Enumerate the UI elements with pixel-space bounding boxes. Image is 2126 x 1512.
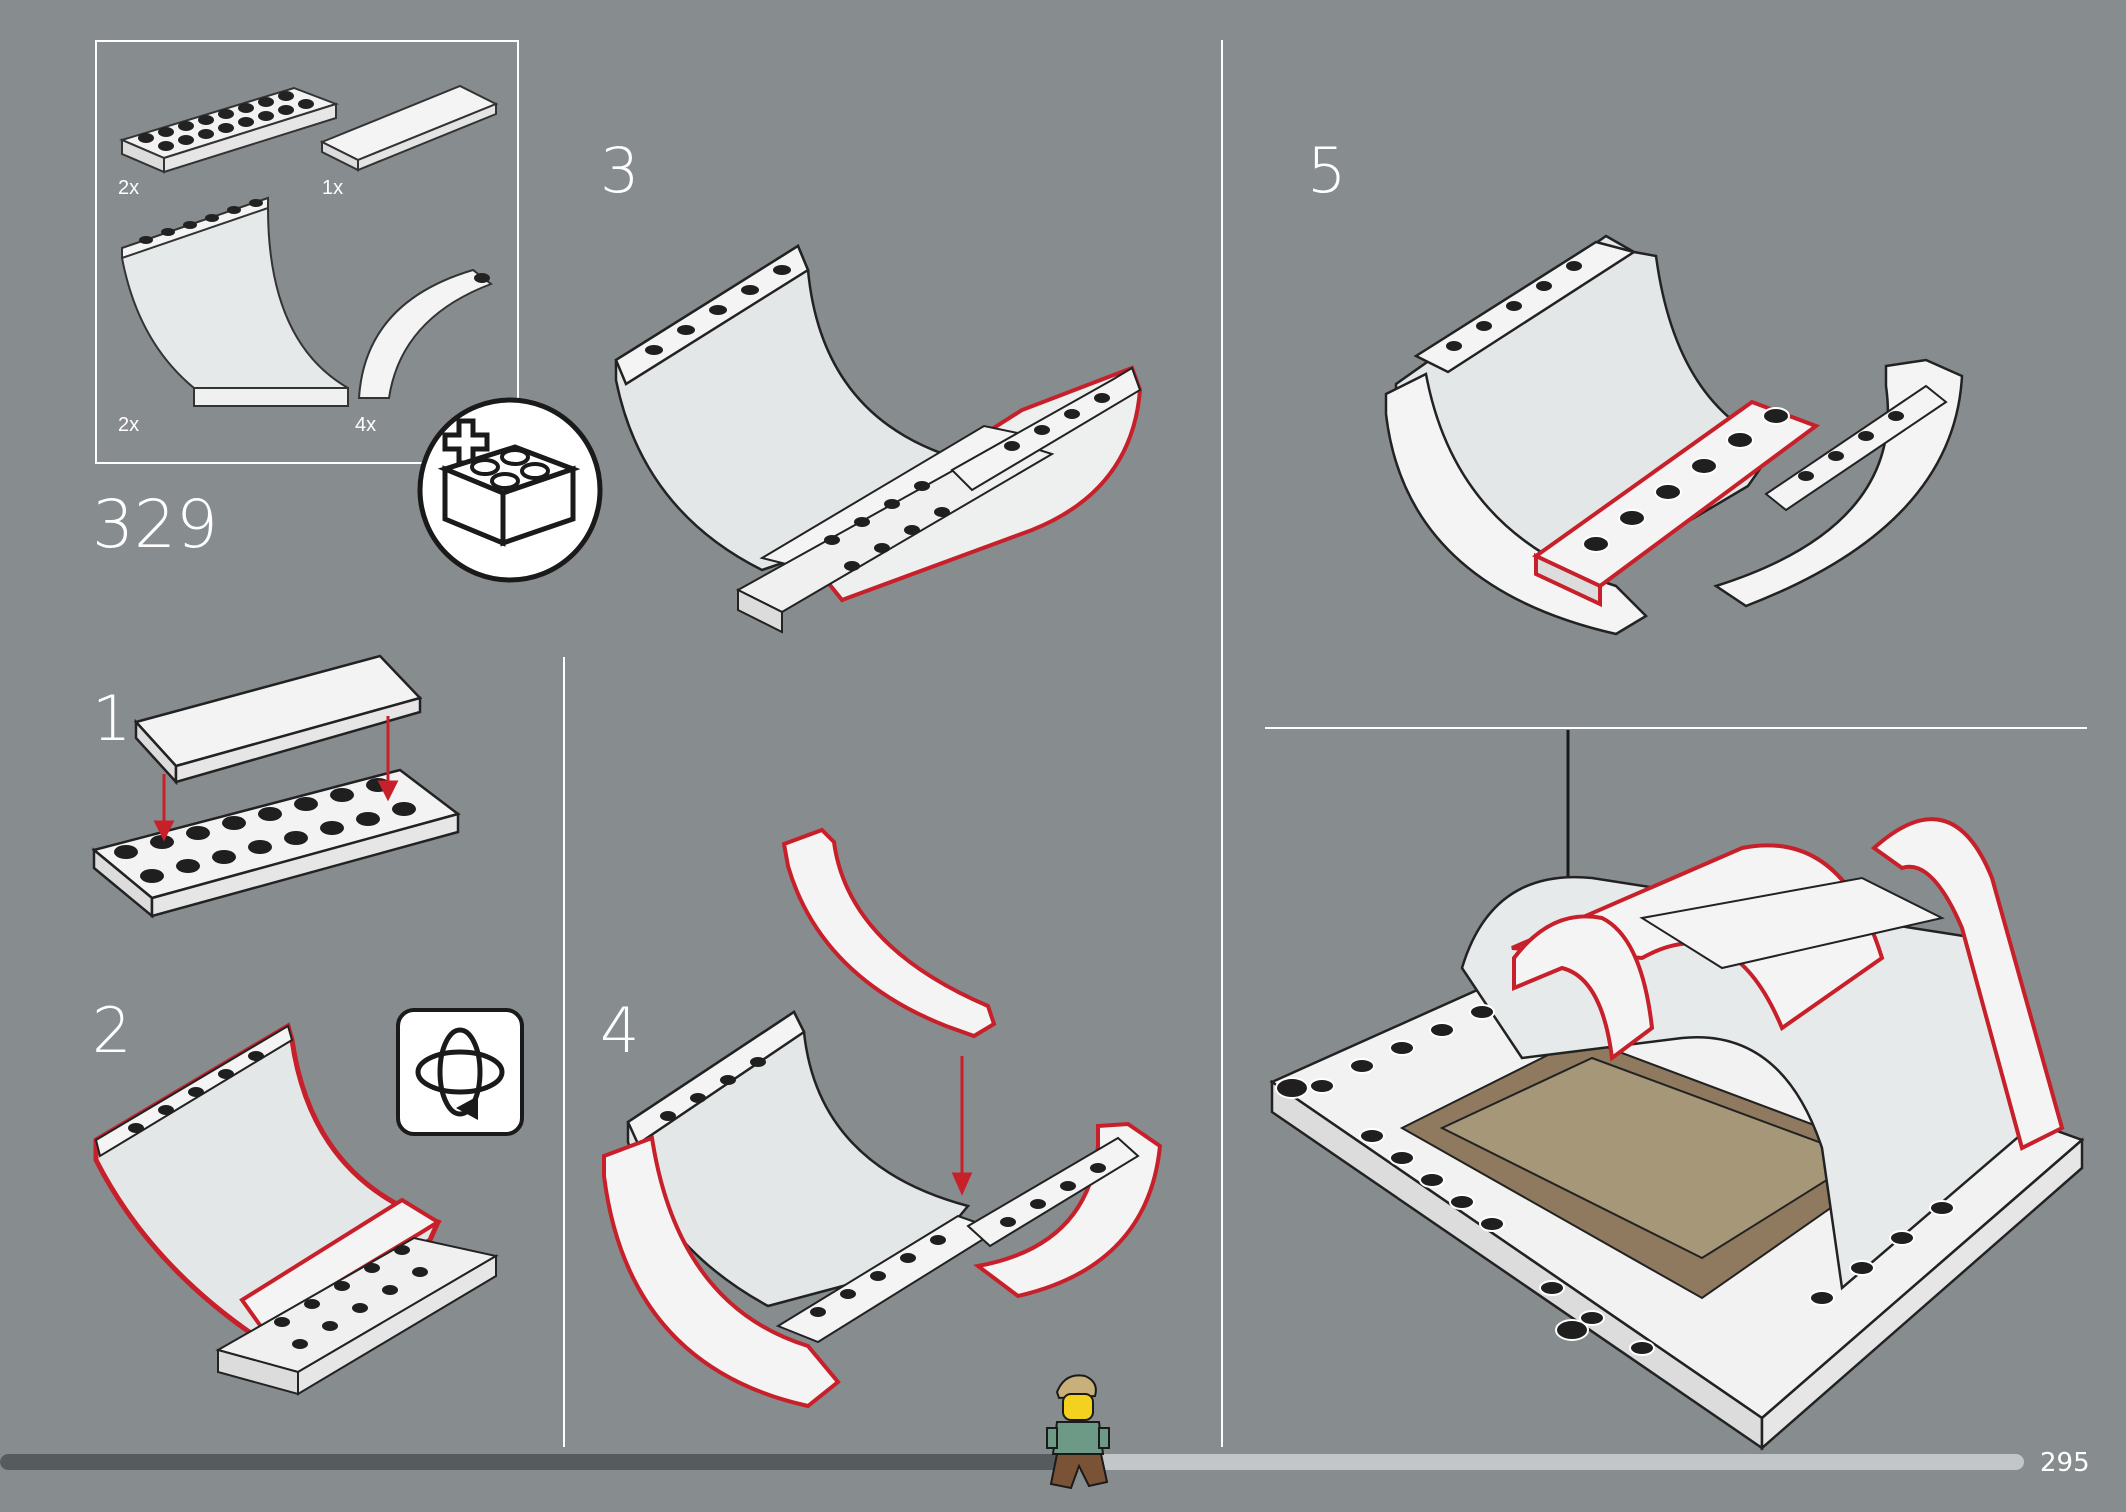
tile-2x6-icon xyxy=(319,84,499,172)
part-qty-plate: 2x xyxy=(118,177,140,199)
step-label-4: 4 xyxy=(600,994,640,1067)
step-4-illustration xyxy=(602,827,1163,1409)
rotate-model-icon xyxy=(396,1008,524,1136)
add-brick-icon xyxy=(417,397,603,583)
part-qty-curved: 2x xyxy=(118,414,140,436)
minifigure-progress-icon xyxy=(1046,1374,1110,1490)
curved-panel-icon xyxy=(121,196,349,407)
step-label-2: 2 xyxy=(92,994,132,1067)
progress-bar-fill xyxy=(0,1454,1073,1470)
part-qty-arch: 4x xyxy=(355,414,377,436)
part-qty-tile: 1x xyxy=(322,177,344,199)
arch-curve-icon xyxy=(357,268,494,399)
divider-center-vertical xyxy=(1221,40,1223,1447)
page-number: 295 xyxy=(2040,1448,2090,1478)
step-3-illustration xyxy=(614,244,1143,634)
step-2-illustration xyxy=(93,1022,499,1396)
step-label-1: 1 xyxy=(92,682,132,755)
step-label-3: 3 xyxy=(600,134,640,207)
plate-2x8-icon xyxy=(119,86,340,174)
parts-panel xyxy=(95,40,519,464)
step-5-illustration xyxy=(1384,234,1964,636)
divider-left-vertical xyxy=(563,657,565,1447)
step-number-329: 329 xyxy=(92,486,218,563)
step-label-5: 5 xyxy=(1307,134,1347,207)
step-1-illustration xyxy=(91,654,461,919)
divider-right-horizontal xyxy=(1265,727,2087,729)
assembly-illustration xyxy=(1269,730,2085,1451)
